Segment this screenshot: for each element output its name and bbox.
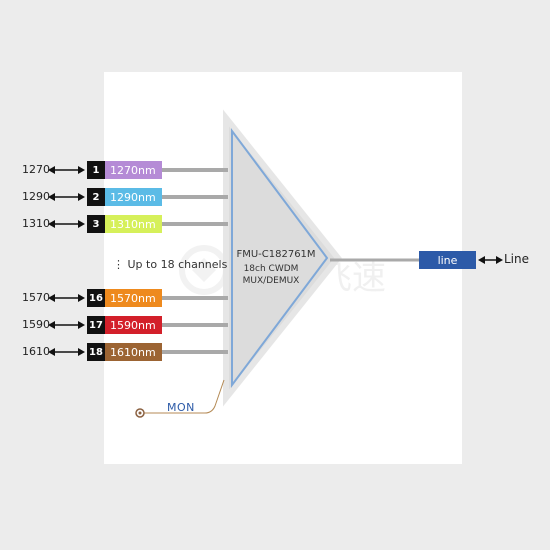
line-port-box: line [419, 251, 476, 269]
channel-connector [162, 195, 228, 199]
channel-wavelength: 1590 [22, 318, 50, 331]
bidirectional-arrow-icon [48, 294, 85, 302]
more-channels-note: ⋮ Up to 18 channels [113, 258, 228, 271]
channel-wavelength: 1570 [22, 291, 50, 304]
mon-connector [140, 379, 225, 414]
channel-number: 2 [87, 188, 105, 206]
channel-connector [162, 323, 228, 327]
bidirectional-arrow-icon [48, 166, 85, 174]
bidirectional-arrow-icon [48, 348, 85, 356]
channel-label: 1310nm [105, 215, 162, 233]
bidirectional-arrow-icon [48, 321, 85, 329]
bidirectional-arrow-icon [48, 220, 85, 228]
channel-connector [162, 222, 228, 226]
channel-connector [162, 350, 228, 354]
device-type: MUX/DEMUX [242, 276, 300, 286]
mon-label: MON [167, 401, 195, 414]
device-model: FMU-C182761M [236, 249, 316, 260]
channel-wavelength: 1310 [22, 217, 50, 230]
channel-label: 1590nm [105, 316, 162, 334]
channel-wavelength: 1290 [22, 190, 50, 203]
channel-wavelength: 1610 [22, 345, 50, 358]
channel-number: 16 [87, 289, 105, 307]
channel-label: 1270nm [105, 161, 162, 179]
channel-label: 1570nm [105, 289, 162, 307]
channel-number: 3 [87, 215, 105, 233]
channel-connector [162, 168, 228, 172]
mux-triangle-border [231, 127, 329, 389]
channel-label: 1290nm [105, 188, 162, 206]
line-arrow-icon [478, 256, 503, 264]
channel-number: 17 [87, 316, 105, 334]
channel-number: 18 [87, 343, 105, 361]
channel-number: 1 [87, 161, 105, 179]
device-channel-count: 18ch CWDM [243, 264, 299, 274]
channel-label: 1610nm [105, 343, 162, 361]
channel-connector [162, 296, 228, 300]
channel-wavelength: 1270 [22, 163, 50, 176]
vertical-ellipsis-icon: ⋮ [113, 258, 124, 271]
bidirectional-arrow-icon [48, 193, 85, 201]
line-port-label: Line [504, 252, 530, 266]
